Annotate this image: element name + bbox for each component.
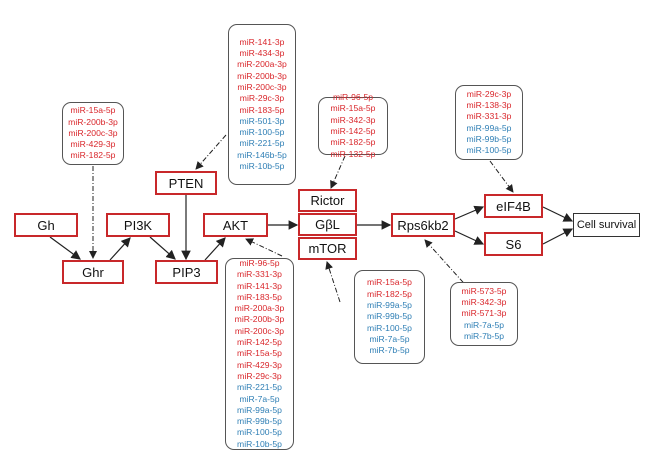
mirna-label: miR-342-3p <box>461 297 507 308</box>
mirna-label: miR-342-3p <box>330 114 376 125</box>
node-ghr: Ghr <box>62 260 124 284</box>
arrow-rps6kb2-s6 <box>454 230 485 245</box>
mirna-label: miR-99b-5p <box>367 311 412 322</box>
mirna-label: miR-99a-5p <box>237 404 282 415</box>
inhibit-arrow-mtor <box>325 261 341 303</box>
mirna-label: miR-200c-3p <box>234 325 285 336</box>
mirna-label: miR-142-5p <box>330 126 376 136</box>
mirna-label: miR-100-5p <box>239 127 285 138</box>
inhibit-arrow-rictor <box>330 155 346 189</box>
arrow-s6-cell <box>542 228 574 245</box>
mirna-label: miR-141-3p <box>239 36 285 47</box>
mirna-label: miR-100-5p <box>466 145 512 156</box>
mirna-label: miR-571-3p <box>461 308 507 319</box>
mirna-label: miR-15a-5p <box>367 277 412 288</box>
mirna-label: miR-99a-5p <box>367 300 412 311</box>
node-mtor: mTOR <box>298 237 357 260</box>
node-gbl: GβL <box>298 213 357 236</box>
inhibit-arrow-eif4b <box>489 160 514 193</box>
node-eif4b: eIF4B <box>484 194 543 218</box>
mirna-label: miR-331-3p <box>237 269 282 280</box>
mirna-label: miR-7a-5p <box>369 333 410 344</box>
mirna-label: miR-200a-3p <box>234 303 285 314</box>
mirna-label: miR-429-3p <box>70 139 116 150</box>
mirna-label: miR-200c-3p <box>68 127 118 138</box>
mirna-label: miR-200b-3p <box>68 116 118 127</box>
mirna-label: miR-429-3p <box>237 359 282 370</box>
mirna-label: miR-99b-5p <box>466 133 512 144</box>
mirna-label: miR-221-5p <box>239 138 285 149</box>
mirna-label: miR-573-5p <box>461 285 507 296</box>
mirna-label: miR-29c-3p <box>239 93 285 104</box>
arrow-rps6kb2-eif4b <box>454 205 485 220</box>
mirna-label: miR-141-3p <box>237 280 282 291</box>
inhibit-arrow-akt <box>245 238 283 257</box>
mirna-label: miR-146b-5p <box>237 149 287 160</box>
mirna-label: miR-142-5p <box>237 337 282 348</box>
mirna-label: miR-15a-5p <box>70 105 116 116</box>
node-cell-survival: Cell survival <box>573 213 640 237</box>
mirna-label: miR-7a-5p <box>463 319 505 330</box>
mirna-label: miR-15a-5p <box>237 348 282 359</box>
mirna-label: miR-132-5p <box>330 148 376 159</box>
node-pi3k: PI3K <box>106 213 170 237</box>
inhibit-arrow-pten <box>195 134 227 170</box>
node-pten: PTEN <box>155 171 217 195</box>
node-rps6kb2: Rps6kb2 <box>391 213 455 237</box>
mirna-label: miR-10b-5p <box>239 160 285 171</box>
node-gh: Gh <box>14 213 78 237</box>
mirna-label: miR-7a-5p <box>239 393 280 404</box>
mirna-label: miR-15a-5p <box>330 103 376 114</box>
node-s6: S6 <box>484 232 543 256</box>
mirna-label: miR-221-5p <box>237 382 282 393</box>
mirna-label: miR-501-3p <box>239 115 285 126</box>
mirna-label: miR-99b-5p <box>237 416 282 427</box>
mirna-label: miR-183-5p <box>237 291 282 302</box>
arrow-gh-ghr <box>49 236 81 260</box>
mirna-label: miR-29c-3p <box>237 370 282 381</box>
mirna-label: miR-100-5p <box>367 322 412 333</box>
arrow-pi3k-pip3 <box>149 236 176 260</box>
mirna-label: miR-7b-5p <box>369 345 410 356</box>
mirna-label: miR-434-3p <box>239 48 285 59</box>
node-pip3: PIP3 <box>155 260 218 284</box>
mirna-label: miR-331-3p <box>466 111 512 122</box>
mirna-label: miR-96-5p <box>239 257 280 268</box>
mirna-label: miR-200a-3p <box>237 59 287 70</box>
arrow-eif4b-cell <box>542 206 574 222</box>
mirna-label: miR-182-5p <box>70 150 116 161</box>
mirna-label: miR-183-5p <box>239 104 285 115</box>
mirna-label: miR-182-5p <box>367 288 412 299</box>
mirna-label: miR-96-5p <box>332 92 374 103</box>
mirna-label: miR-200c-3p <box>237 81 287 92</box>
mirna-label: miR-10b-5p <box>237 438 282 449</box>
node-rictor: Rictor <box>298 189 357 212</box>
mirna-label: miR-100-5p <box>237 427 282 438</box>
mirna-label: miR-200b-3p <box>234 314 285 325</box>
mirna-label: miR-29c-3p <box>466 88 512 99</box>
mirna-label: miR-99a-5p <box>466 122 512 133</box>
mirna-label: miR-200b-3p <box>237 70 287 81</box>
node-akt: AKT <box>203 213 268 237</box>
mirna-label: miR-138-3p <box>466 99 512 110</box>
arrow-ghr-pi3k <box>109 237 131 261</box>
arrow-pip3-akt <box>204 237 226 261</box>
mirna-label: miR-182-5p <box>330 137 376 148</box>
mirna-label: miR-7b-5p <box>463 330 505 341</box>
inhibit-arrow-rps6kb2 <box>424 239 471 291</box>
